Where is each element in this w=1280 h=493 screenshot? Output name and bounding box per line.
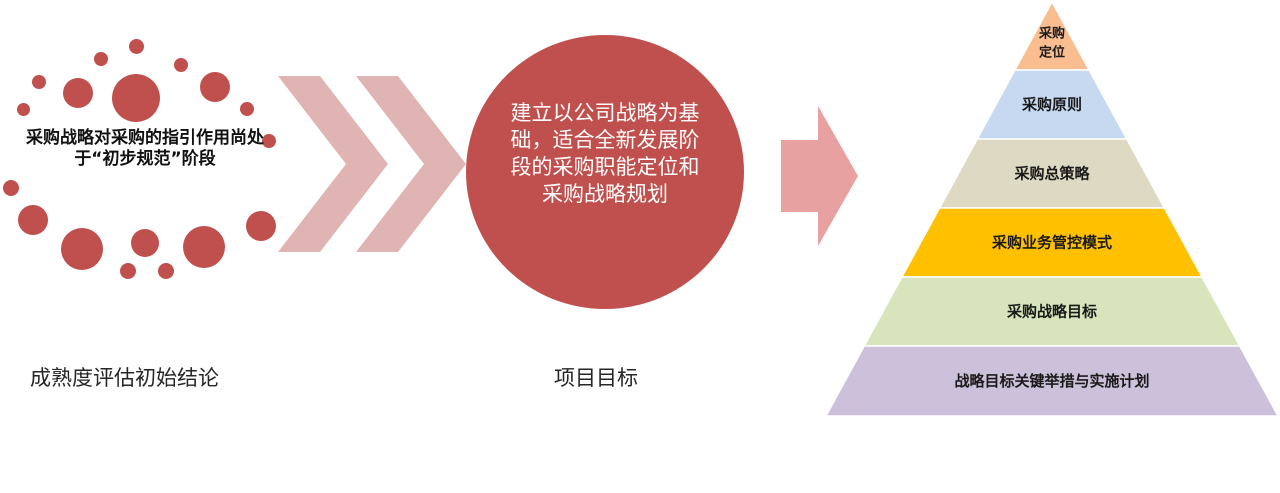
dot [17,103,30,116]
goal-text: 建立以公司战略为基础，适合全新发展阶段的采购职能定位和采购战略规划 [510,101,700,206]
dot [129,39,144,54]
dot [63,78,93,108]
dot [246,211,276,241]
dot [240,102,254,116]
dot [18,205,48,235]
pyramid-level-6-label: 战略目标关键举措与实施计划 [954,372,1149,390]
pyramid-level-4-label: 采购业务管控模式 [991,234,1112,252]
pyramid-level-6 [824,345,1280,417]
dot [131,229,159,257]
dot [94,52,108,66]
pyramid-level-2-label: 采购原则 [1021,96,1082,114]
dot [183,226,225,268]
pyramid-level-1-label: 采购 [1038,26,1065,42]
right-arrow [781,106,858,246]
dot [61,228,103,270]
dot [200,72,230,102]
dot [3,180,19,196]
pyramid-level-1-label: 定位 [1038,45,1065,61]
dot [112,74,160,122]
dot [32,75,46,89]
chevron-arrow-2 [356,76,466,252]
chevron-arrow-1 [278,76,388,252]
pyramid-level-5-label: 采购战略目标 [1006,303,1097,321]
pyramid-level-3-label: 采购总策略 [1013,165,1090,183]
goal-caption: 项目目标 [554,366,638,390]
goal-circle [466,35,744,309]
dot [262,134,276,148]
dot [174,58,188,72]
dot [120,263,136,279]
dot [158,263,174,279]
maturity-caption: 成熟度评估初始结论 [30,366,219,390]
maturity-conclusion-text: 采购战略对采购的指引作用尚处于“初步规范”阶段 [26,128,264,169]
